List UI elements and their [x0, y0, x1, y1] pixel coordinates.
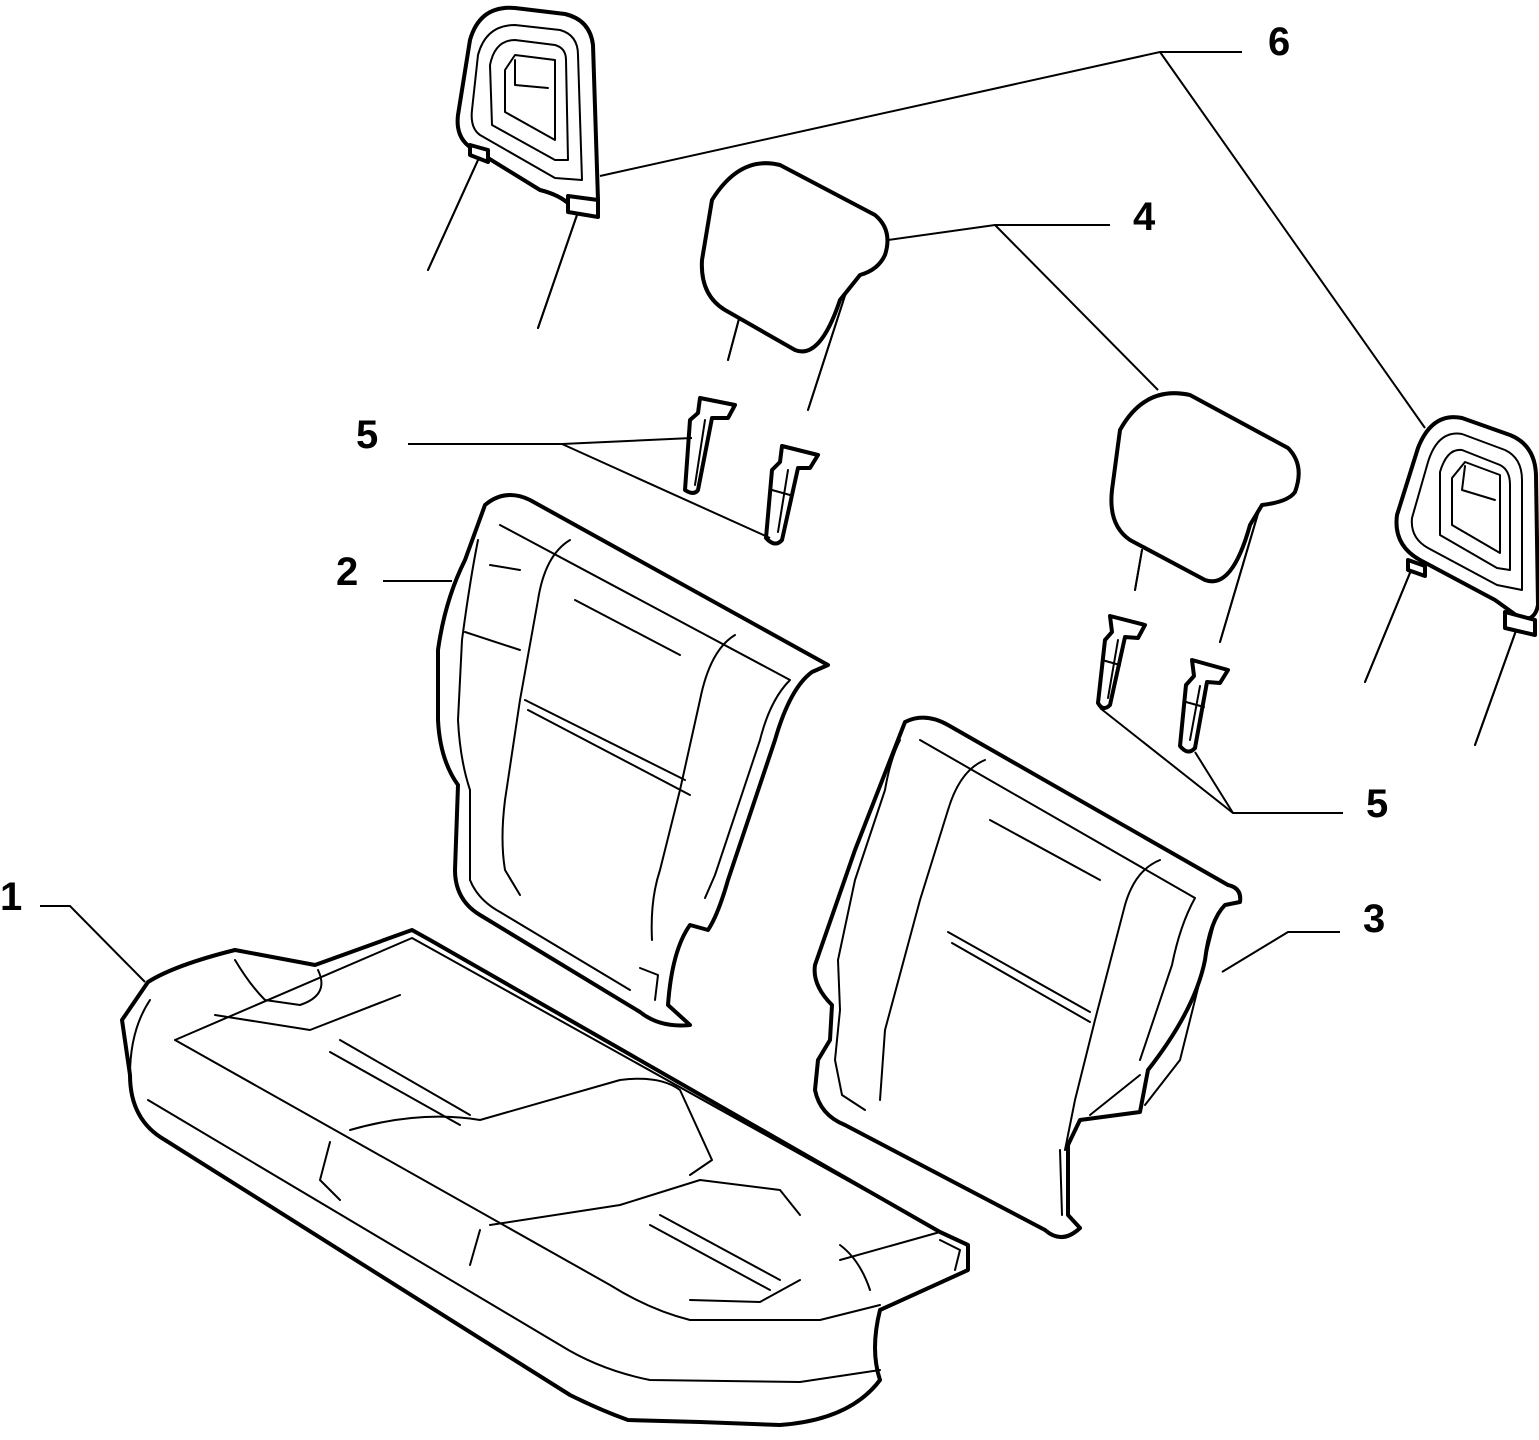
center-headrest-upper	[699, 161, 890, 411]
center-headrest-lower	[1109, 391, 1301, 643]
callouts: 6 4 5 2 5 1 3	[0, 20, 1388, 941]
leader-4-upper	[887, 224, 1110, 241]
leader-6-left	[599, 51, 1242, 177]
leader-4-lower	[994, 224, 1159, 391]
leader-lines	[40, 51, 1426, 983]
leader-5-top-b	[561, 443, 771, 539]
guide-sleeves-lower	[1096, 614, 1230, 754]
left-backrest	[436, 493, 830, 1028]
callout-3: 3	[1363, 897, 1385, 941]
outer-headrest-right	[1364, 415, 1539, 746]
leader-6-right	[1159, 51, 1426, 429]
callout-5-top: 5	[356, 413, 378, 457]
seat-cushion	[120, 928, 970, 1427]
callout-5-bottom: 5	[1366, 782, 1388, 826]
leader-5-top-a	[408, 437, 693, 445]
outer-headrest-left	[427, 5, 600, 329]
leader-1	[40, 905, 146, 983]
leader-5-bottom-a	[1099, 707, 1343, 814]
callout-6: 6	[1268, 20, 1290, 64]
leader-5-bottom-b	[1194, 751, 1234, 814]
callout-1: 1	[0, 875, 22, 919]
callout-2: 2	[336, 550, 358, 594]
guide-sleeves-upper	[683, 396, 820, 546]
callout-4: 4	[1133, 195, 1156, 239]
right-backrest	[812, 715, 1243, 1239]
leader-3	[1221, 931, 1340, 973]
